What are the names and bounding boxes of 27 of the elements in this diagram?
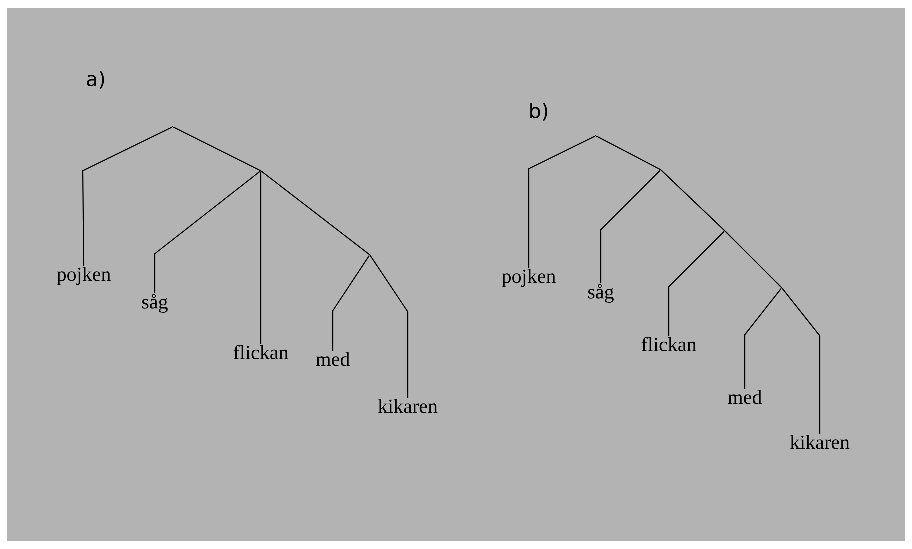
tree-branch [782,288,821,434]
tree-branch [725,231,782,288]
panel-label: a) [87,71,104,89]
word-label: flickan [642,337,696,352]
tree-branch [668,231,725,336]
tree-branch [154,171,261,293]
word-label: såg [588,284,614,303]
tree-branch [260,172,262,344]
tree-branch [173,126,261,172]
word-label: flickan [234,345,288,360]
tree-branch [261,171,370,255]
tree-branch [661,170,725,231]
tree-branch [82,126,173,266]
word-label: såg [142,294,168,313]
tree-branch [600,170,661,283]
tree-branch [332,255,370,351]
word-label: pojken [57,267,111,286]
tree-branch [596,136,661,170]
panel-label: b) [530,103,548,121]
word-label: pojken [502,269,556,288]
tree-branch [528,136,596,268]
word-label: kikaren [790,435,850,450]
word-label: med [316,352,350,366]
word-label: med [728,390,762,404]
tree-branch [370,255,409,398]
tree-branch [744,288,782,389]
word-label: kikaren [378,399,438,414]
